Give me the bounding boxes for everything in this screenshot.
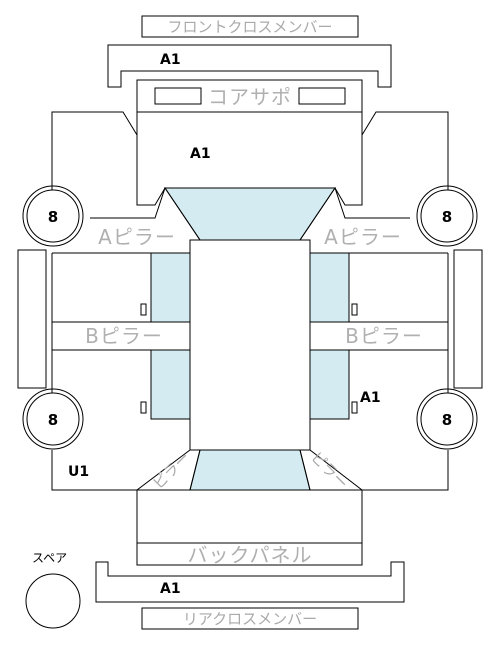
right-a-pillar-label: Aピラー [324, 225, 402, 249]
roof[interactable] [189, 239, 311, 451]
right-rear-door-code: A1 [360, 390, 381, 406]
front-cross-member-label: フロントクロスメンバー [167, 18, 332, 36]
spare-tire[interactable]: スペア [25, 551, 81, 629]
spare-tire-label: スペア [32, 551, 67, 565]
front-member-code: A1 [160, 52, 181, 68]
front-left-fender[interactable] [51, 111, 138, 215]
rear-left-corner-pillar[interactable]: ピラー [135, 448, 201, 493]
windshield[interactable] [164, 187, 336, 241]
left-a-pillar[interactable]: Aピラー [52, 186, 201, 254]
rear-left-corner-pillar-label: ピラー [149, 448, 194, 493]
left-b-pillar-label: Bピラー [85, 324, 163, 348]
right-front-door-handle[interactable] [351, 303, 358, 316]
left-front-door-handle[interactable] [140, 303, 147, 316]
front-right-fender[interactable] [361, 111, 449, 215]
left-headlight[interactable] [154, 87, 202, 105]
rear-member-code: A1 [160, 581, 181, 597]
front-right-wheel[interactable]: 8 [416, 185, 478, 247]
left-rear-quarter-code: U1 [68, 464, 89, 480]
front-right-wheel-value: 8 [442, 208, 452, 226]
rear-window[interactable] [189, 449, 311, 491]
back-panel-label: バックパネル [188, 543, 313, 567]
back-panel[interactable]: バックパネル [136, 542, 363, 567]
rear-cross-member-label: リアクロスメンバー [183, 610, 317, 628]
front-left-wheel-value: 8 [48, 208, 58, 226]
left-rear-quarter[interactable] [51, 450, 137, 491]
right-side-sill[interactable] [453, 249, 483, 389]
rear-right-corner-pillar[interactable]: ピラー [299, 448, 364, 493]
left-side-sill[interactable] [17, 249, 47, 389]
rear-cross-member[interactable]: リアクロスメンバー [141, 607, 359, 630]
left-a-pillar-label: Aピラー [98, 225, 176, 249]
right-b-pillar[interactable]: Bピラー [309, 321, 449, 351]
rear-right-wheel[interactable]: 8 [416, 388, 478, 450]
front-left-wheel[interactable]: 8 [22, 185, 84, 247]
rear-left-wheel-value: 8 [48, 411, 58, 429]
rear-left-wheel[interactable]: 8 [22, 388, 84, 450]
rear-right-wheel-value: 8 [442, 411, 452, 429]
right-rear-door-handle[interactable] [351, 401, 358, 414]
rear-right-corner-pillar-label: ピラー [307, 448, 352, 493]
trunk-lid[interactable] [136, 489, 363, 544]
right-rear-quarter[interactable] [362, 450, 449, 491]
front-member-bracket[interactable] [107, 44, 392, 88]
right-b-pillar-label: Bピラー [345, 324, 423, 348]
core-support[interactable]: コアサポ [136, 79, 363, 113]
left-rear-door-handle[interactable] [140, 401, 147, 414]
front-cross-member[interactable]: フロントクロスメンバー [141, 15, 359, 38]
rear-member-bracket[interactable] [95, 561, 405, 603]
hood-code: A1 [190, 146, 211, 162]
left-b-pillar[interactable]: Bピラー [51, 321, 191, 351]
right-headlight[interactable] [298, 87, 346, 105]
core-support-label: コアサポ [208, 85, 292, 109]
